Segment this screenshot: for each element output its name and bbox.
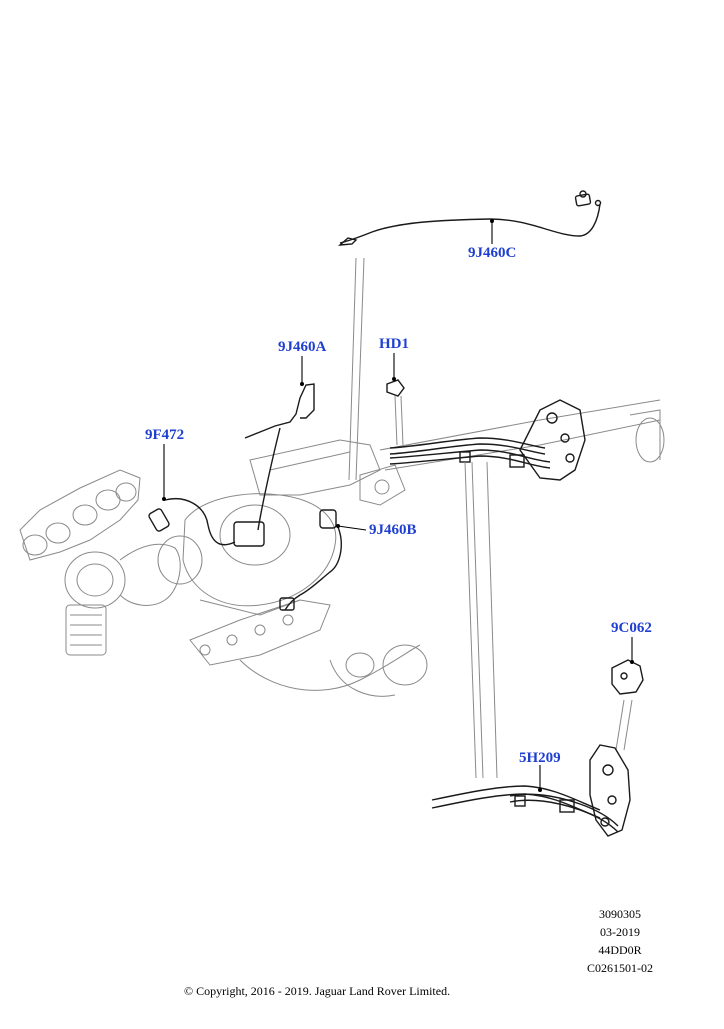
callout-hd1[interactable]: HD1 [379, 336, 409, 352]
callout-9f472[interactable]: 9F472 [145, 427, 185, 443]
callout-5h209[interactable]: 5H209 [519, 750, 561, 766]
dpf-tube-assembly-upper [389, 399, 586, 481]
sensor-9f472 [148, 497, 236, 546]
callout-9j460c[interactable]: 9J460C [468, 245, 517, 261]
sensor-9j460a [233, 382, 315, 547]
sensor-9j460b [279, 509, 342, 611]
copyright-notice: © Copyright, 2016 - 2019. Jaguar Land Ro… [184, 984, 451, 998]
sensor-9c062 [611, 659, 644, 751]
reference-code-3: C0261501-02 [587, 961, 653, 975]
reference-code-2: 44DD0R [598, 943, 642, 957]
sensor-harness-9j460c [337, 190, 602, 246]
callout-9j460b[interactable]: 9J460B [369, 522, 417, 538]
clip-hd1 [386, 377, 405, 446]
callout-9c062[interactable]: 9C062 [611, 620, 652, 636]
engine-exhaust-assembly [19, 399, 665, 697]
reference-code-1: 3090305 [599, 907, 641, 921]
callout-9j460a[interactable]: 9J460A [278, 339, 327, 355]
leader-lines [163, 219, 633, 790]
dpf-tube-assembly-5h209 [431, 744, 631, 837]
reference-date: 03-2019 [600, 925, 640, 939]
